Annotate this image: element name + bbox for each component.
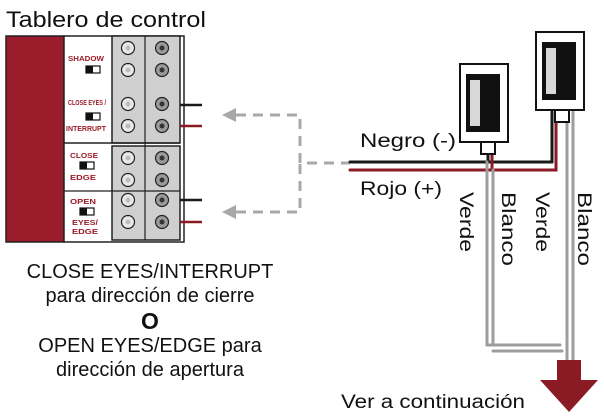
- label-eyes-edge-2: EDGE: [72, 229, 98, 236]
- label-white-1: Blanco: [497, 192, 518, 266]
- continue-label: Ver a continuación: [341, 392, 525, 413]
- label-white-2: Blanco: [573, 192, 594, 266]
- terminal-screw-center: [125, 155, 131, 161]
- caption-line-4: dirección de apertura: [56, 359, 244, 381]
- terminal-screw-center: [125, 219, 131, 225]
- terminal-screw-center: [159, 45, 165, 51]
- caption-line-3: OPEN EYES/EDGE para: [38, 335, 262, 357]
- label-close: CLOSE: [70, 153, 98, 160]
- terminal-screw-center: [125, 197, 131, 203]
- terminal-screw-center: [159, 155, 165, 161]
- label-close-eyes: CLOSE EYES /: [68, 100, 106, 107]
- dashed-connection: [236, 113, 350, 214]
- arrow-left-icon: [222, 108, 236, 122]
- label-red-wire: Rojo (+): [360, 179, 442, 200]
- terminal-screw-center: [125, 177, 131, 183]
- terminal-screw-center: [159, 197, 165, 203]
- control-board: SHADOW CLOSE EYES / INTERRUPT CLOSE EDGE…: [5, 35, 185, 243]
- terminal-screw-center: [159, 123, 165, 129]
- terminal-screw-center: [159, 67, 165, 73]
- caption-line-2: para dirección de cierre: [45, 285, 255, 307]
- label-edge: EDGE: [70, 175, 96, 182]
- dashed-arrowheads: [222, 108, 236, 219]
- label-open: OPEN: [70, 199, 96, 206]
- label-eyes-edge-1: EYES/: [72, 220, 98, 227]
- label-green-1: Verde: [455, 192, 476, 252]
- label-interrupt: INTERRUPT: [66, 126, 107, 133]
- label-black-wire: Negro (-): [360, 131, 456, 152]
- terminal-screw-center: [125, 45, 131, 51]
- arrow-left-icon-2: [222, 205, 236, 219]
- terminal-screws: [120, 40, 170, 230]
- board-background: [5, 35, 65, 243]
- terminal-screw-center: [159, 177, 165, 183]
- caption-line-1: CLOSE EYES/INTERRUPT: [26, 261, 274, 283]
- panel-title: Tablero de control: [6, 7, 206, 32]
- label-shadow: SHADOW: [68, 56, 104, 63]
- caption-or: O: [141, 308, 159, 334]
- label-green-2: Verde: [531, 192, 552, 252]
- caption: CLOSE EYES/INTERRUPT para dirección de c…: [0, 260, 300, 382]
- sensor-1: [459, 63, 509, 155]
- terminal-screw-center: [125, 67, 131, 73]
- switch-icons: [79, 65, 101, 216]
- terminal-screw-center: [159, 101, 165, 107]
- board-wires: [180, 103, 202, 224]
- terminal-screw-center: [125, 101, 131, 107]
- terminal-screw-center: [125, 123, 131, 129]
- down-arrow-icon: [540, 360, 598, 412]
- sensor-2: [535, 31, 585, 123]
- terminal-screw-center: [159, 219, 165, 225]
- sensor-cables: [348, 110, 575, 362]
